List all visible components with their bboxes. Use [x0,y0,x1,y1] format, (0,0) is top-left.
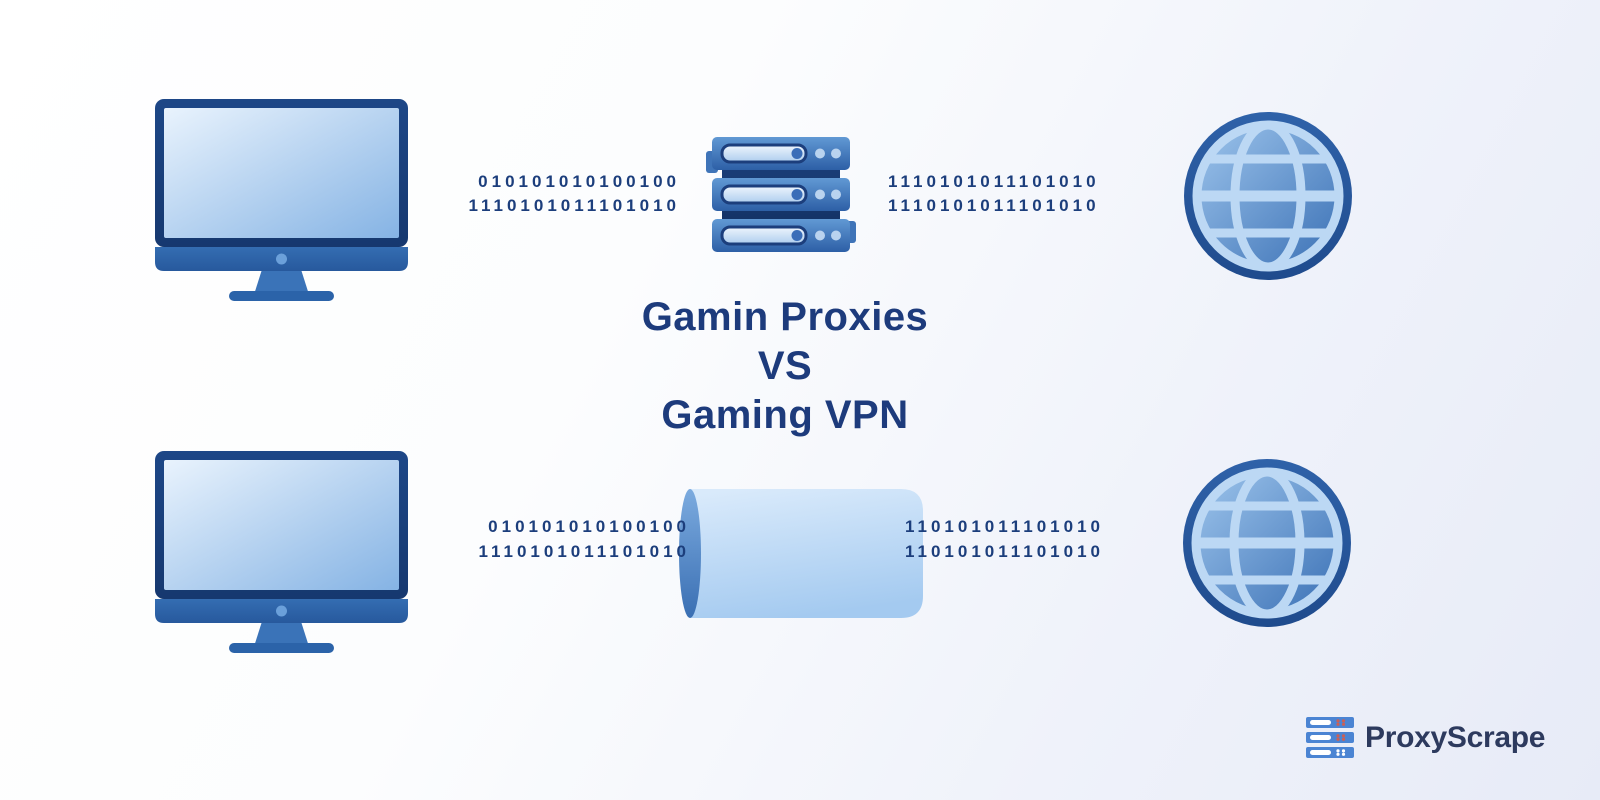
infographic-title: Gamin Proxies VS Gaming VPN [585,293,985,440]
binary-line: 1110101011101010 [888,172,1100,191]
proxy-server-stack-icon [706,137,856,252]
computer-monitor-icon [155,99,408,301]
proxyscrape-wordmark: ProxyScrape [1365,721,1546,754]
internet-globe-icon [1184,112,1352,280]
binary-line: 1110101011101010 [468,196,680,215]
title-line-vs: VS [757,344,813,388]
computer-monitor-icon [155,451,408,653]
binary-stream-proxy-to-internet: 1110101011101010 1110101011101010 [888,170,1100,218]
binary-line: 110101011101010 [905,517,1105,536]
binary-line: 010101010100100 [488,517,690,536]
binary-stream-tunnel-to-internet: 110101011101010 110101011101010 [905,514,1104,564]
binary-stream-client-to-proxy: 010101010100100 1110101011101010 [440,170,680,218]
binary-line: 010101010100100 [478,172,680,191]
binary-line: 1110101011101010 [888,196,1100,215]
binary-line: 110101011101010 [905,542,1105,561]
binary-line: 1110101011101010 [478,542,690,561]
internet-globe-icon [1183,459,1351,627]
title-line-vpn: Gaming VPN [661,393,909,437]
proxyscrape-server-logo-icon [1306,717,1354,758]
proxyscrape-logo: ProxyScrape [1306,714,1545,762]
title-line-proxies: Gamin Proxies [641,295,929,339]
vpn-tunnel-icon [679,489,923,618]
binary-stream-client-to-tunnel: 010101010100100 1110101011101010 [450,514,690,564]
